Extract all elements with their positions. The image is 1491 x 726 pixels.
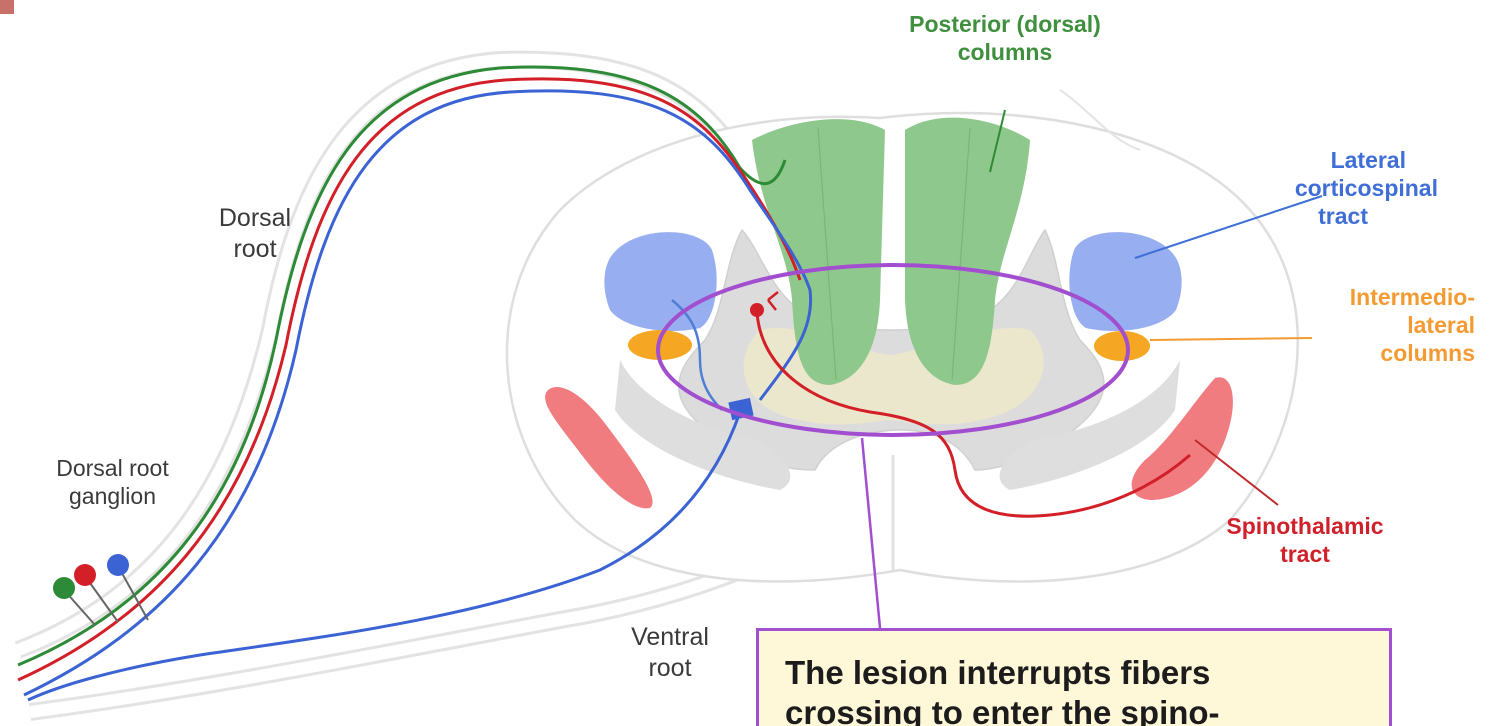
corticospinal-tract-left [604,232,716,331]
red-neuron-body [74,564,96,586]
spinothalamic-label: Spinothalamic tract [1180,512,1430,568]
callout-line-2: crossing to enter the spino- [785,693,1389,726]
dorsal-horn-neuron-body [750,303,764,317]
dorsal-root-label: Dorsal root [195,203,315,264]
lesion-callout-box: The lesion interrupts fibers crossing to… [756,628,1392,726]
intermediolateral-column-right [1094,331,1150,361]
ventral-root-label: Ventral root [600,622,740,683]
blue-neuron-body [107,554,129,576]
green-neuron-body [53,577,75,599]
corticospinal-tract-right [1069,232,1181,331]
callout-line-1: The lesion interrupts fibers [785,653,1389,693]
dorsal-root-ganglion-label: Dorsal root ganglion [20,454,205,510]
posterior-columns-label: Posterior (dorsal) columns [860,10,1150,66]
lateral-corticospinal-label: Lateral corticospinal tract [1190,146,1438,230]
intermediolateral-label: Intermedio- lateral columns [1250,283,1475,367]
